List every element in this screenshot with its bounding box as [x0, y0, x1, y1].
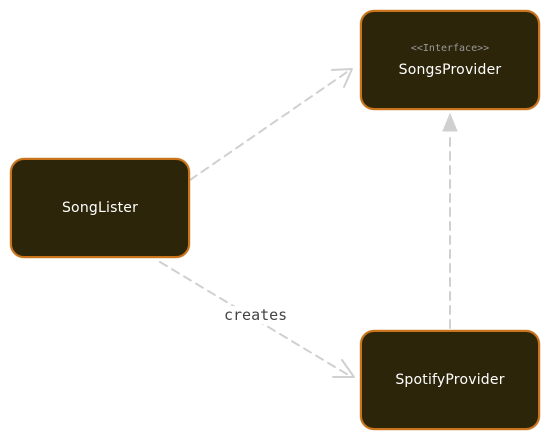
arrowhead-spotifyprovider-open	[332, 359, 355, 378]
node-spotifyprovider[interactable]: SpotifyProvider	[360, 330, 540, 430]
node-spotifyprovider-label: SpotifyProvider	[395, 372, 505, 388]
arrowhead-songsprovider-filled	[442, 112, 458, 132]
node-songlister[interactable]: SongLister	[10, 158, 190, 258]
node-songsprovider-stereotype: <<Interface>>	[410, 42, 490, 54]
node-songsprovider-label: SongsProvider	[398, 61, 502, 78]
edge-songlister-to-songsprovider	[189, 69, 351, 181]
arrowhead-songsprovider-open	[331, 68, 353, 88]
edge-label-creates: creates	[222, 306, 290, 324]
node-songsprovider[interactable]: <<Interface>> SongsProvider	[360, 10, 540, 110]
node-songlister-label: SongLister	[61, 200, 139, 216]
edge-songlister-to-spotifyprovider	[159, 261, 351, 377]
